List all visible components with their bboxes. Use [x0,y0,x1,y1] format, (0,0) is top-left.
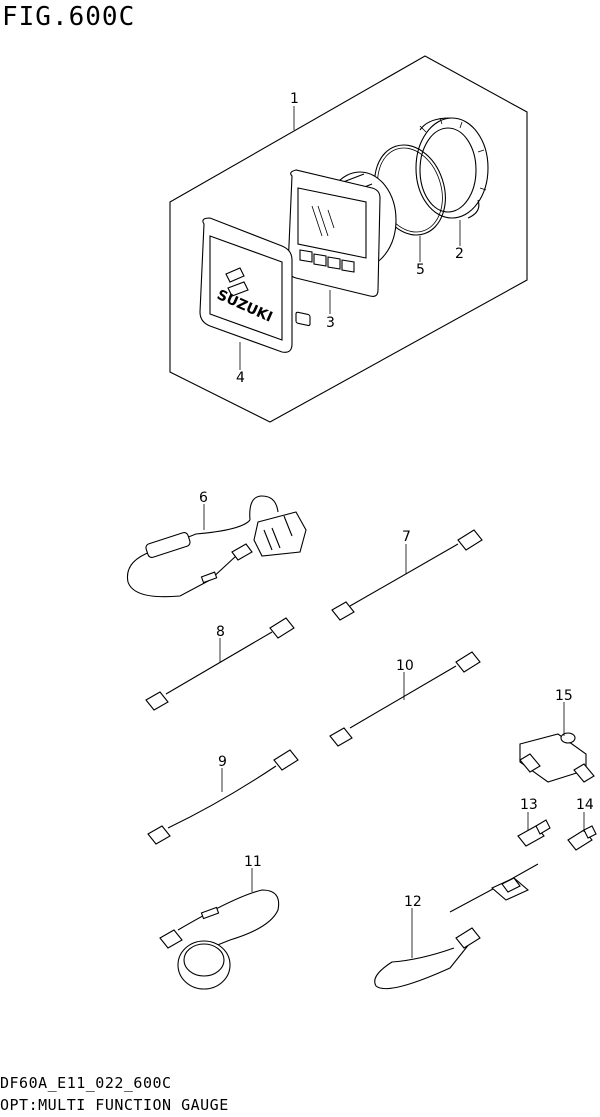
callout-14: 14 [576,797,594,813]
callout-labels: 1 2 3 4 5 6 7 8 9 10 11 12 13 14 15 [199,91,594,910]
part-4-cover[interactable]: SUZUKI [199,217,293,353]
part-8-cable[interactable] [145,617,295,711]
callout-7: 7 [402,529,411,545]
callout-9: 9 [218,754,227,770]
part-3-gauge-body[interactable] [287,169,397,327]
part-2-retaining-nut[interactable] [415,117,489,219]
callout-4: 4 [236,370,245,386]
callout-1: 1 [290,91,299,107]
callout-5: 5 [416,262,425,278]
callout-15: 15 [555,688,573,704]
callout-leaders [203,106,585,958]
gauge-kit-outline [169,55,528,423]
callout-6: 6 [199,490,208,506]
callout-12: 12 [404,894,422,910]
part-7-cable[interactable] [331,529,483,621]
callout-3: 3 [326,315,335,331]
part-11-sensor[interactable] [159,889,280,990]
part-13-terminator[interactable] [517,819,551,847]
part-6-sensor-cable[interactable] [126,495,307,598]
part-15-t-connector[interactable] [519,732,595,783]
figure-description: OPT:MULTI FUNCTION GAUGE [0,1096,229,1114]
callout-2: 2 [455,246,464,262]
part-9-cable[interactable] [147,749,299,845]
callout-8: 8 [216,624,225,640]
part-12-sensor-cable[interactable] [374,863,539,990]
figure-title: FIG.600C [2,2,136,32]
callout-11: 11 [244,854,262,870]
callout-10: 10 [396,658,414,674]
figure-code: DF60A_E11_022_600C [0,1074,172,1092]
part-14-terminator[interactable] [567,825,597,851]
callout-13: 13 [520,797,538,813]
part-10-cable[interactable] [329,651,481,747]
